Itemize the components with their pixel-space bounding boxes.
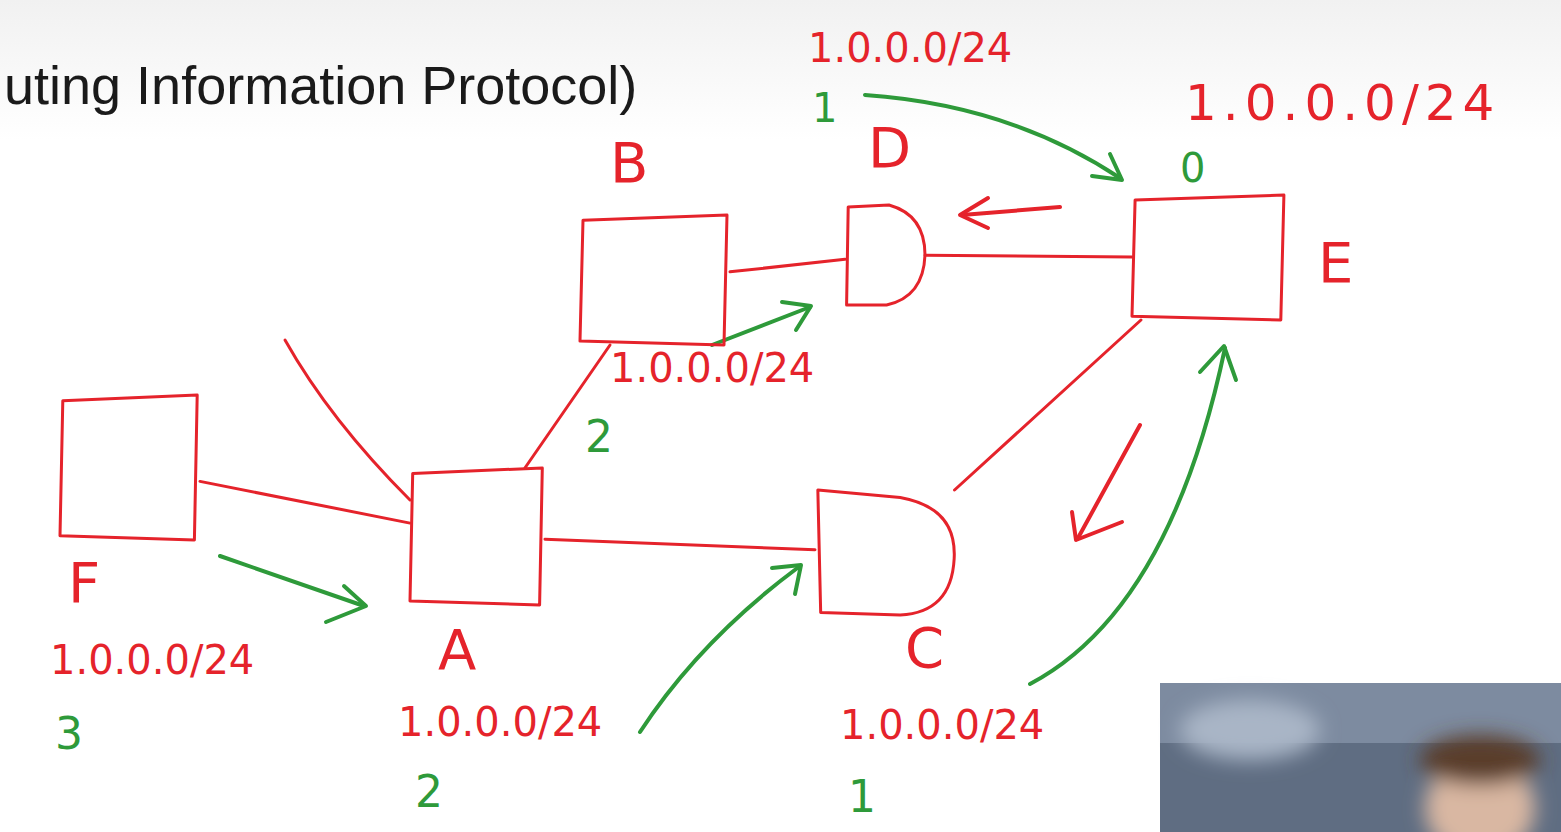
router-outline	[815, 490, 957, 615]
stray-line	[285, 340, 410, 500]
router-box: B	[580, 215, 730, 345]
route-prefix: 1.0.0.0/24	[840, 705, 1044, 745]
arrow-head	[772, 565, 801, 594]
metric-number: 3	[55, 712, 83, 756]
direction-arrow	[962, 207, 1060, 215]
advert-arrow	[640, 566, 800, 732]
metric-number: 2	[585, 415, 613, 459]
router-name: C	[905, 620, 944, 676]
router-outline	[410, 468, 545, 605]
route-prefix: 1.0.0.0/24	[50, 640, 254, 680]
network-link	[955, 320, 1141, 490]
route-prefix: 1.0.0.0/24	[1185, 78, 1500, 128]
metric-number: 1	[812, 88, 837, 128]
advert-arrow	[865, 95, 1120, 178]
router-outline	[60, 395, 200, 540]
advert-arrow	[220, 556, 364, 606]
arrow-head	[1200, 346, 1236, 380]
metric-number: 1	[848, 775, 876, 819]
router-box: F	[60, 395, 200, 540]
router-name: E	[1318, 235, 1353, 291]
route-prefix: 1.0.0.0/24	[398, 702, 602, 742]
arrow-head	[960, 198, 988, 228]
arrow-head	[326, 586, 366, 622]
direction-arrow	[1078, 425, 1140, 538]
advert-arrow	[712, 307, 810, 345]
arrow-head	[1072, 512, 1122, 540]
webcam-inset	[1160, 683, 1561, 832]
router-outline	[580, 215, 730, 345]
network-link	[200, 481, 410, 523]
slide-title: uting Information Protocol)	[4, 56, 637, 115]
router-box: A	[410, 468, 545, 605]
router-name: F	[68, 555, 100, 611]
network-link	[925, 255, 1132, 257]
metric-number: 0	[1180, 148, 1205, 188]
arrow-head	[782, 302, 811, 330]
router-box: E	[1132, 195, 1287, 320]
metric-number: 2	[415, 770, 443, 814]
router-box: D	[845, 205, 925, 305]
arrow-head	[1092, 154, 1122, 180]
router-outline	[845, 205, 925, 305]
route-prefix: 1.0.0.0/24	[610, 348, 814, 388]
router-name: D	[868, 120, 911, 176]
route-prefix: 1.0.0.0/24	[808, 28, 1012, 68]
router-name: A	[438, 622, 476, 678]
router-box: C	[815, 490, 957, 615]
router-outline	[1132, 195, 1287, 320]
router-name: B	[610, 135, 648, 191]
advert-arrow	[1030, 348, 1225, 684]
network-link	[730, 259, 845, 272]
network-link	[545, 539, 815, 550]
